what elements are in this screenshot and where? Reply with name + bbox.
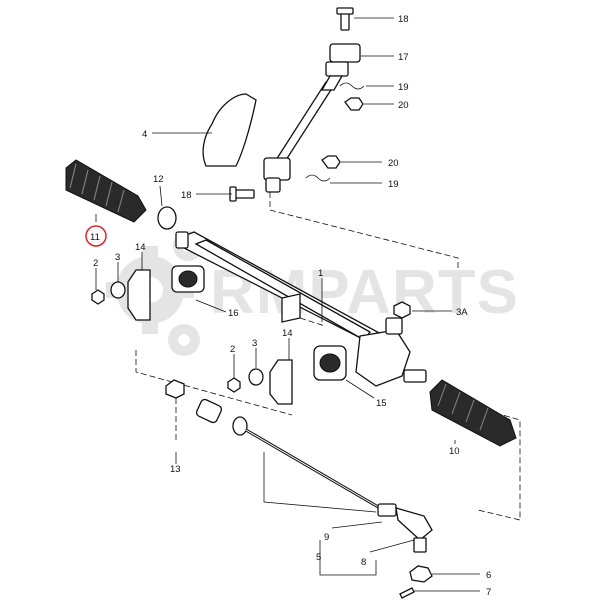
ring-12 — [157, 206, 177, 230]
bellows-boot-10 — [429, 379, 517, 447]
steering-rack-1 — [175, 231, 427, 387]
highlight-circle — [85, 225, 107, 247]
nut-6 — [409, 565, 433, 583]
label-10: 10 — [449, 446, 460, 457]
shaft-hardware — [229, 82, 365, 202]
label-18-top: 18 — [398, 14, 409, 25]
clamp-14-lower — [269, 359, 293, 405]
label-2-upper: 2 — [93, 258, 98, 269]
universal-joint-lower — [263, 157, 291, 181]
bellows-boot-11 — [65, 159, 147, 223]
label-18-lower: 18 — [181, 190, 192, 201]
label-11: 11 — [90, 232, 100, 243]
label-5: 5 — [316, 552, 321, 563]
nut-20-lower — [321, 155, 341, 169]
label-6: 6 — [486, 570, 491, 581]
rubber-sleeve-4 — [202, 93, 257, 167]
nut-20 — [344, 97, 364, 111]
label-9: 9 — [324, 532, 329, 543]
spring-clip-19 — [339, 82, 365, 90]
label-2-lower: 2 — [230, 344, 235, 355]
label-17: 17 — [398, 52, 409, 63]
washer-3-upper — [110, 281, 126, 299]
tie-rod-5 — [195, 398, 433, 553]
label-3-upper: 3 — [115, 252, 120, 263]
spring-clip-19-lower — [305, 174, 331, 182]
assembly-guide-lines — [135, 192, 521, 521]
label-16: 16 — [228, 308, 239, 319]
steering-shaft — [263, 7, 361, 193]
bushing-16 — [171, 265, 205, 293]
label-14-upper: 14 — [135, 242, 146, 253]
cotter-pin-7 — [399, 587, 415, 599]
nut-2-upper — [91, 289, 105, 305]
label-8: 8 — [361, 557, 366, 568]
part-labels: 18 17 19 20 4 20 19 18 12 11 2 3 14 1 3A… — [90, 14, 491, 598]
bushing-15 — [313, 345, 347, 381]
label-15: 15 — [376, 398, 387, 409]
label-19-top: 19 — [398, 82, 409, 93]
universal-joint-17 — [329, 43, 361, 63]
label-19-lower: 19 — [388, 179, 399, 190]
label-20-lower: 20 — [388, 158, 399, 169]
watermark-logo: RMPARTS — [106, 231, 518, 356]
shaft-tube — [274, 81, 338, 161]
label-7: 7 — [486, 587, 491, 598]
nut-2-lower — [227, 377, 241, 393]
nut-3A — [393, 301, 411, 319]
label-13: 13 — [170, 464, 181, 475]
label-3-lower: 3 — [252, 338, 257, 349]
label-1: 1 — [318, 268, 323, 279]
label-4: 4 — [142, 129, 147, 140]
washer-3-lower — [248, 368, 264, 386]
clamp-14-upper — [127, 269, 151, 321]
leader-lines — [95, 17, 480, 592]
nut-13 — [165, 379, 185, 399]
label-12: 12 — [153, 174, 164, 185]
label-20-top: 20 — [398, 100, 409, 111]
label-14-lower: 14 — [282, 328, 293, 339]
label-3A: 3A — [456, 307, 468, 318]
